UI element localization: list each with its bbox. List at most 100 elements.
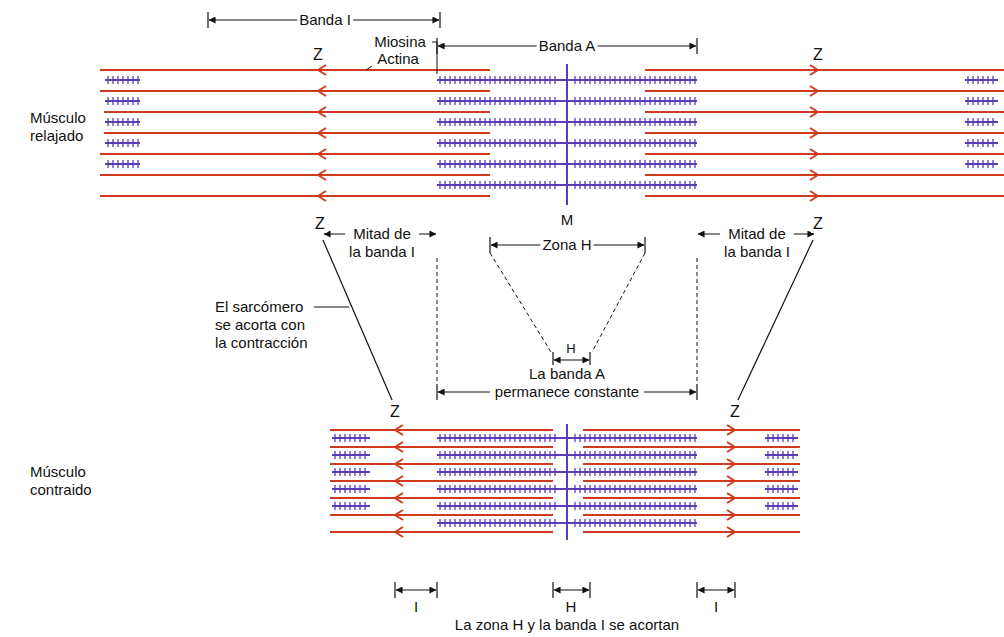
myosin-head — [639, 139, 640, 147]
myosin-head — [639, 76, 640, 84]
myosin-head — [339, 434, 340, 442]
actin-filament — [645, 90, 818, 92]
myosin-head — [459, 118, 460, 126]
myosin-head — [509, 485, 510, 493]
myosin-head — [679, 76, 680, 84]
myosin-head — [499, 97, 500, 105]
myosin-head — [499, 468, 500, 476]
myosin-head — [479, 502, 480, 510]
myosin-head — [574, 485, 575, 493]
part-label: Mitad de la banda I — [345, 225, 419, 261]
myosin-head — [449, 97, 450, 105]
myosin-head — [544, 181, 545, 189]
myosin-head — [589, 519, 590, 527]
myosin-head — [479, 97, 480, 105]
myosin-head — [584, 97, 585, 105]
myosin-head — [464, 502, 465, 510]
myosin-head — [599, 97, 600, 105]
myosin-head — [519, 76, 520, 84]
myosin-head — [594, 434, 595, 442]
myosin-head — [624, 519, 625, 527]
myosin-head — [689, 485, 690, 493]
myosin-filament — [332, 505, 370, 507]
myosin-head — [459, 139, 460, 147]
myosin-head — [594, 485, 595, 493]
myosin-head — [629, 160, 630, 168]
myosin-head — [669, 181, 670, 189]
myosin-head — [579, 97, 580, 105]
myosin-head — [479, 160, 480, 168]
myosin-head — [519, 502, 520, 510]
myosin-head — [599, 468, 600, 476]
myosin-head — [589, 502, 590, 510]
myosin-head — [544, 468, 545, 476]
myosin-head — [599, 434, 600, 442]
myosin-head — [787, 468, 788, 476]
actin-filament — [330, 429, 395, 431]
myosin-head — [454, 139, 455, 147]
myosin-head — [684, 181, 685, 189]
myosin-head — [644, 118, 645, 126]
myosin-head — [574, 451, 575, 459]
myosin-head — [484, 451, 485, 459]
myosin-head — [439, 76, 440, 84]
myosin-head — [639, 485, 640, 493]
myosin-head — [107, 160, 108, 168]
myosin-head — [524, 485, 525, 493]
myosin-head — [982, 118, 983, 126]
myosin-head — [634, 160, 635, 168]
myosin-head — [484, 502, 485, 510]
myosin-head — [544, 434, 545, 442]
myosin-head — [654, 502, 655, 510]
myosin-head — [574, 434, 575, 442]
myosin-head — [669, 485, 670, 493]
myosin-head — [599, 76, 600, 84]
myosin-head — [624, 160, 625, 168]
myosin-head — [589, 468, 590, 476]
myosin-head — [112, 76, 113, 84]
myosin-head — [534, 485, 535, 493]
actin-filament — [395, 531, 553, 533]
myosin-head — [604, 181, 605, 189]
myosin-head — [539, 139, 540, 147]
myosin-head — [439, 451, 440, 459]
myosin-head — [649, 434, 650, 442]
myosin-head — [579, 502, 580, 510]
myosin-head — [767, 468, 768, 476]
myosin-head — [459, 502, 460, 510]
actin-filament — [318, 195, 490, 197]
myosin-head — [132, 160, 133, 168]
myosin-head — [514, 485, 515, 493]
myosin-head — [549, 468, 550, 476]
myosin-head — [639, 118, 640, 126]
actin-filament — [818, 90, 1004, 92]
myosin-head — [519, 468, 520, 476]
myosin-head — [782, 502, 783, 510]
myosin-head — [614, 434, 615, 442]
dimension-tick — [207, 12, 208, 28]
myosin-head — [494, 97, 495, 105]
myosin-head — [344, 451, 345, 459]
myosin-head — [494, 502, 495, 510]
myosin-head — [689, 139, 690, 147]
myosin-head — [459, 160, 460, 168]
myosin-head — [534, 451, 535, 459]
myosin-head — [544, 160, 545, 168]
myosin-head — [669, 139, 670, 147]
myosin-head — [489, 160, 490, 168]
myosin-head — [987, 118, 988, 126]
myosin-head — [554, 181, 555, 189]
part-label: Banda A — [537, 37, 598, 55]
part-label: Actina — [375, 50, 421, 68]
myosin-head — [599, 139, 600, 147]
z-disc — [727, 430, 735, 435]
myosin-head — [474, 519, 475, 527]
myosin-head — [664, 118, 665, 126]
myosin-head — [339, 502, 340, 510]
myosin-head — [609, 434, 610, 442]
myosin-head — [644, 139, 645, 147]
myosin-head — [454, 97, 455, 105]
part-label: H — [564, 598, 579, 616]
myosin-head — [787, 485, 788, 493]
myosin-head — [772, 502, 773, 510]
